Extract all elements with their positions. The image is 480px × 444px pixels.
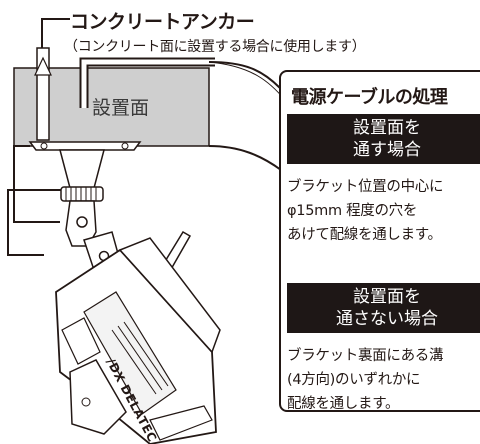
cable-handling-panel: 電源ケーブルの処理 設置面を 通す場合 ブラケット位置の中心に φ15mm 程度…	[279, 70, 480, 412]
knurled-nut	[60, 186, 104, 202]
flap-hole	[81, 397, 91, 407]
anchor-leader	[41, 18, 70, 50]
leader-through	[208, 61, 281, 89]
camera-face	[118, 237, 221, 354]
through-surface-heading-text: 設置面を 通す場合	[353, 118, 421, 160]
plate-leader	[13, 145, 60, 223]
arm-screw	[76, 216, 88, 228]
cable-through-pipe-inner	[81, 59, 215, 108]
through-surface-text: ブラケット位置の中心に φ15mm 程度の穴を あけて配線を通します。	[287, 179, 444, 243]
plate-screw-left	[40, 142, 48, 150]
knurl-lines	[65, 187, 97, 201]
camera-slot	[61, 317, 101, 365]
leader-not-through	[208, 145, 282, 171]
camera-flap	[69, 359, 127, 435]
mount-plate	[28, 141, 142, 151]
anchor-title: コンクリートアンカー	[70, 11, 255, 33]
surface-label: 設置面	[92, 97, 150, 119]
camera-lip	[149, 405, 213, 441]
not-through-surface-text: ブラケット裏面にある溝 (4方向)のいずれかに 配線を通します。	[287, 348, 444, 412]
through-surface-heading: 設置面を 通す場合	[287, 114, 480, 164]
anchor-bolt-flare	[34, 56, 52, 76]
not-through-surface-heading: 設置面を 通さない場合	[287, 283, 480, 333]
camera-ridges	[111, 321, 169, 395]
joint-leader	[7, 189, 66, 256]
not-through-surface-heading-text: 設置面を 通さない場合	[336, 287, 438, 329]
plate-screw-right	[121, 142, 129, 150]
panel-title: 電源ケーブルの処理	[291, 87, 448, 108]
mount-neck	[59, 149, 105, 189]
camera-panel	[83, 291, 177, 415]
anchor-note: （コンクリート面に設置する場合に使用します）	[64, 39, 366, 55]
